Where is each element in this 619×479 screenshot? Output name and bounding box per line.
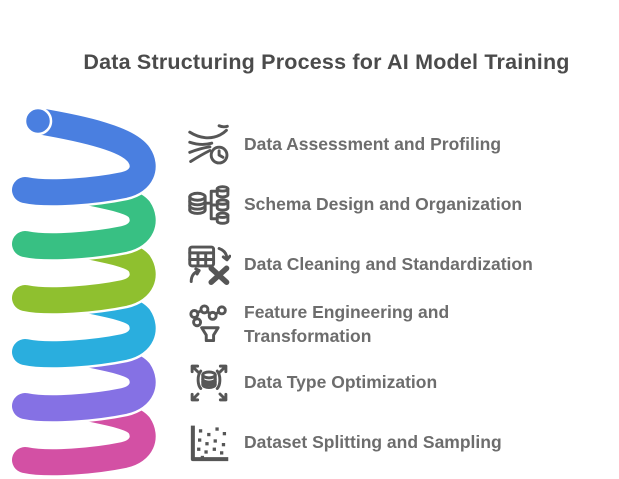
step-label: Schema Design and Organization [244,194,523,215]
process-spiral-svg [9,105,159,478]
step-label: Data Assessment and Profiling [244,134,502,155]
spiral-end-cap [23,106,53,136]
scatter-plot-icon [190,425,229,462]
step-label: Data Cleaning and Standardization [244,254,533,275]
process-step: Data Assessment and Profiling [187,123,501,167]
nodes-funnel-icon [189,304,227,342]
process-steps-list: Data Assessment and Profiling Schema Des… [187,0,607,479]
database-schema-icon [188,185,230,225]
process-step: Data Cleaning and Standardization [187,243,533,287]
process-step: Feature Engineering and Transformation [187,301,562,348]
step-label: Dataset Splitting and Sampling [244,432,502,453]
table-clean-icon [188,245,231,285]
data-flow-clock-icon [188,124,229,165]
database-expand-icon [190,364,228,402]
process-step: Dataset Splitting and Sampling [187,421,502,465]
step-label: Data Type Optimization [244,372,438,393]
page-title: Data Structuring Process for AI Model Tr… [83,50,570,74]
step-label: Feature Engineering and Transformation [244,302,450,346]
process-step: Schema Design and Organization [187,183,522,227]
process-step: Data Type Optimization [187,361,437,405]
